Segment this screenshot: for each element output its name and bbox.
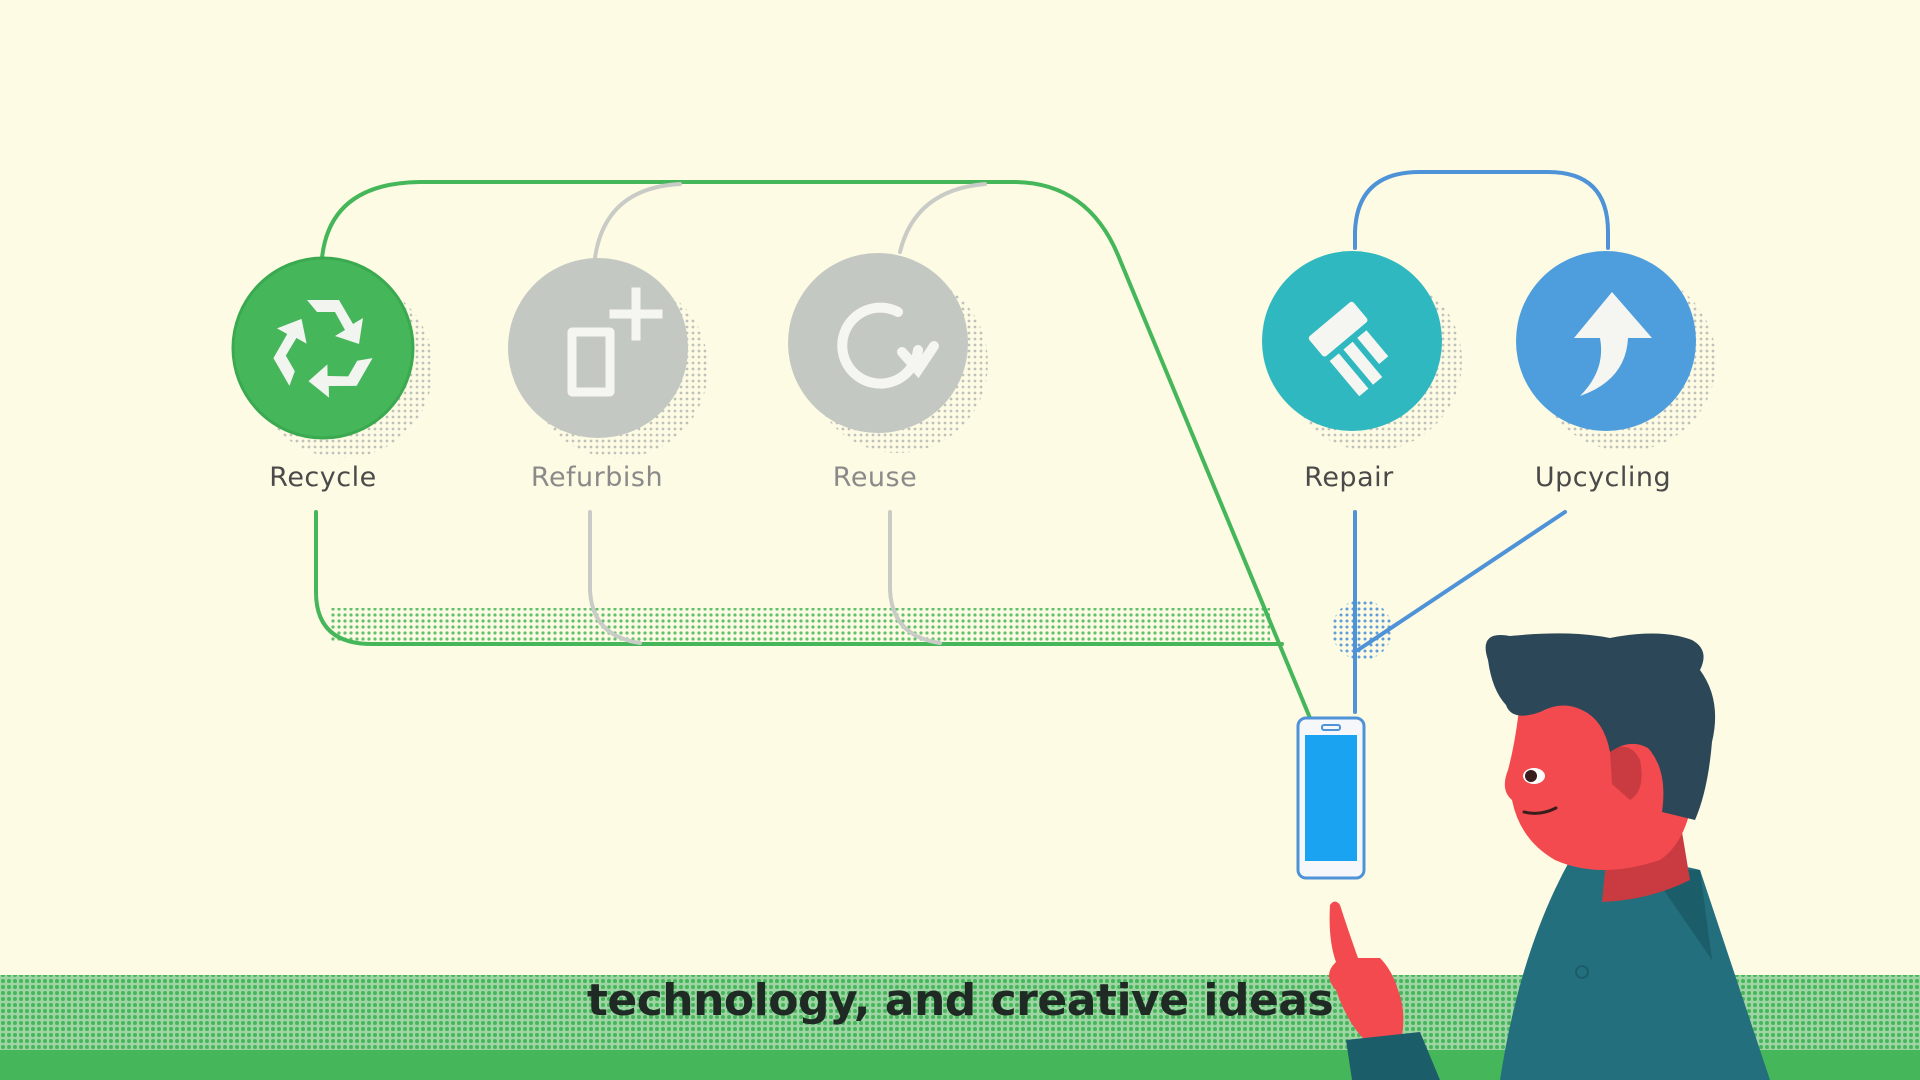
node-label-reuse: Reuse [832, 462, 918, 493]
blue-connectors [1332, 170, 1610, 714]
node-label-recycle: Recycle [269, 462, 377, 493]
upcycling-icon [1574, 292, 1652, 396]
refurbish-icon [567, 287, 663, 397]
upcycling-node [1516, 251, 1716, 451]
repair-icon [1308, 301, 1389, 397]
refurbish-node [508, 258, 708, 458]
reuse-icon [837, 302, 939, 389]
node-label-refurbish: Refurbish [530, 462, 664, 493]
recycle-node [231, 256, 433, 458]
repair-node [1262, 251, 1462, 451]
recycle-icon [273, 300, 373, 398]
phone-illustration [1296, 716, 1366, 880]
green-loop-connector [314, 180, 1312, 720]
reuse-node [788, 253, 988, 453]
node-label-repair: Repair [1304, 462, 1394, 493]
grey-connectors [588, 182, 987, 645]
node-label-upcycling: Upcycling [1534, 462, 1672, 493]
person-illustration [1329, 633, 1770, 1080]
subtitle-caption: technology, and creative ideas [586, 975, 1334, 1026]
